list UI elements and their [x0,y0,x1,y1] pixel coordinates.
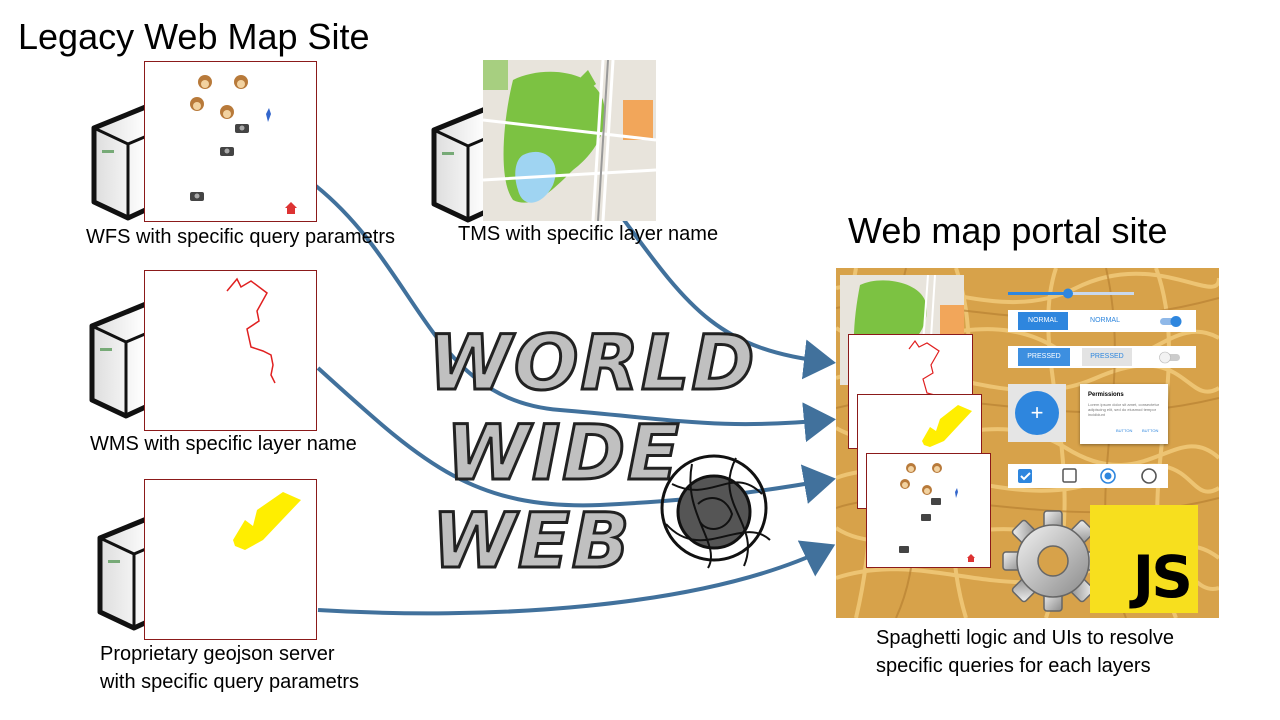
arrow-tms [622,218,836,380]
monkey-icon [220,105,234,119]
fab-container: + [1008,384,1066,442]
dialog-body: Lorem ipsum dolor sit amet, consectetur … [1088,402,1160,417]
pressed-button[interactable]: PRESSED [1018,348,1070,366]
monkey-icon [922,485,932,495]
camera-icon [899,546,909,553]
portal-caption-line1: Spaghetti logic and UIs to resolve [876,627,1174,649]
wms-map-panel [144,270,317,431]
camera-icon [921,514,931,521]
monkey-icon [234,75,248,89]
fab-add-button[interactable]: + [1015,391,1059,435]
www-word-web: WEB [431,495,632,587]
legacy-site-title: Legacy Web Map Site [18,16,370,57]
camera-icon [220,147,234,156]
monkey-icon [932,463,942,473]
www-word-world: WORLD [426,317,757,409]
house-icon [285,202,297,214]
checkbox-icon[interactable] [1062,468,1077,483]
toggle-icon[interactable] [1158,350,1184,364]
pressed-buttons-row: PRESSED PRESSED [1008,346,1196,368]
monkey-icon [190,97,204,111]
globe-icon [660,454,771,569]
geojson-polygon [233,492,301,550]
portal-wfs-layer [866,453,991,568]
pin-icon [266,108,271,122]
normal-text-button[interactable]: NORMAL [1090,317,1120,324]
wfs-caption: WFS with specific query parametrs [86,226,395,248]
toggle-icon[interactable] [1158,314,1184,328]
portal-site-title: Web map portal site [848,210,1168,251]
javascript-logo: JS [1090,505,1198,613]
slider-component[interactable] [1006,282,1138,304]
permissions-dialog: Permissions Lorem ipsum dolor sit amet, … [1080,384,1168,444]
geojson-map-panel [144,479,317,640]
monkey-icon [900,479,910,489]
arrow-wfs [314,184,836,443]
radio-icon[interactable] [1141,468,1157,484]
geojson-caption-line2: with specific query parametrs [100,671,359,693]
house-icon [967,554,975,562]
arrow-geojson [317,540,836,616]
www-word-wide: WIDE [444,407,682,499]
camera-icon [190,192,204,201]
monkey-icon [906,463,916,473]
monkey-icon [198,75,212,89]
wms-route-line [226,277,276,384]
radio-icon[interactable] [1100,468,1116,484]
camera-icon [235,124,249,133]
camera-icon [931,498,941,505]
tms-caption: TMS with specific layer name [458,223,719,245]
selection-controls-row [1008,464,1168,488]
slider-icon[interactable] [1006,282,1138,304]
dialog-title: Permissions [1088,392,1124,398]
tms-map-tile [483,60,656,221]
geojson-caption-line1: Proprietary geojson server [100,643,335,665]
dialog-action-1[interactable]: BUTTON [1116,428,1133,433]
portal-caption-line2: specific queries for each layers [876,655,1151,677]
pressed-text-button[interactable]: PRESSED [1082,348,1132,366]
wfs-features [190,75,297,214]
wfs-map-panel [144,61,317,222]
wms-caption: WMS with specific layer name [90,433,357,455]
js-logo-text: JS [1132,543,1193,611]
normal-button[interactable]: NORMAL [1018,312,1068,330]
gear-icon [1002,510,1104,612]
dialog-action-2[interactable]: BUTTON [1142,428,1159,433]
checkbox-icon[interactable] [1018,469,1032,483]
pin-icon [955,488,958,498]
normal-buttons-row: NORMAL NORMAL [1008,310,1196,332]
